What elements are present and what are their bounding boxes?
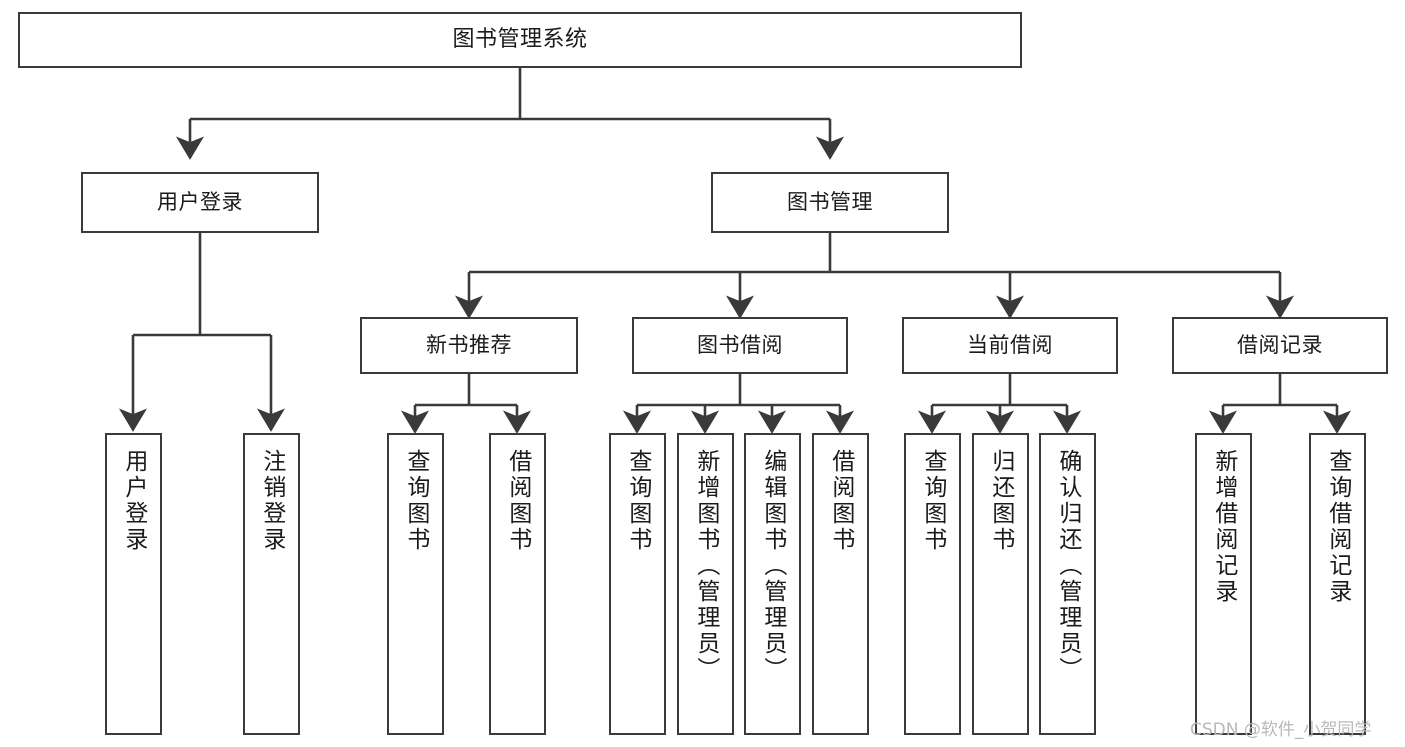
node-book-manage[interactable]: 图书管理 xyxy=(711,172,949,233)
node-label: 当前借阅 xyxy=(967,333,1053,358)
node-label: 用户登录 xyxy=(157,190,243,215)
node-new-book-recommend[interactable]: 新书推荐 xyxy=(360,317,578,374)
node-user-login[interactable]: 用户登录 xyxy=(81,172,319,233)
node-login[interactable]: 用户登录 xyxy=(105,433,162,735)
node-label: 编辑图书（管理员） xyxy=(759,449,786,683)
node-label: 查询图书 xyxy=(402,449,429,553)
node-current-borrow[interactable]: 当前借阅 xyxy=(902,317,1118,374)
node-edit-book[interactable]: 编辑图书（管理员） xyxy=(744,433,801,735)
node-query-book-2[interactable]: 查询图书 xyxy=(609,433,666,735)
node-borrow-book-2[interactable]: 借阅图书 xyxy=(812,433,869,735)
node-label: 图书管理系统 xyxy=(452,27,588,53)
node-add-record[interactable]: 新增借阅记录 xyxy=(1195,433,1252,735)
csdn-watermark: CSDN @软件_小贺同学 xyxy=(1190,720,1372,740)
node-label: 归还图书 xyxy=(987,449,1014,553)
node-label: 借阅记录 xyxy=(1237,333,1323,358)
node-label: 查询图书 xyxy=(919,449,946,553)
node-label: 图书管理 xyxy=(787,190,873,215)
node-add-book[interactable]: 新增图书（管理员） xyxy=(677,433,734,735)
node-book-borrow[interactable]: 图书借阅 xyxy=(632,317,848,374)
node-label: 图书借阅 xyxy=(697,333,783,358)
node-logout[interactable]: 注销登录 xyxy=(243,433,300,735)
node-label: 查询图书 xyxy=(624,449,651,553)
node-label: 新增图书（管理员） xyxy=(692,449,719,683)
node-borrow-book-1[interactable]: 借阅图书 xyxy=(489,433,546,735)
node-label: 用户登录 xyxy=(120,449,147,553)
node-query-record[interactable]: 查询借阅记录 xyxy=(1309,433,1366,735)
node-label: 新增借阅记录 xyxy=(1210,449,1237,605)
node-confirm-return[interactable]: 确认归还（管理员） xyxy=(1039,433,1096,735)
node-query-book-1[interactable]: 查询图书 xyxy=(387,433,444,735)
node-return-book[interactable]: 归还图书 xyxy=(972,433,1029,735)
node-label: 查询借阅记录 xyxy=(1324,449,1351,605)
node-label: 新书推荐 xyxy=(426,333,512,358)
node-query-book-3[interactable]: 查询图书 xyxy=(904,433,961,735)
node-label: 注销登录 xyxy=(258,449,285,553)
node-label: 确认归还（管理员） xyxy=(1054,449,1081,683)
node-borrow-record[interactable]: 借阅记录 xyxy=(1172,317,1388,374)
node-label: 借阅图书 xyxy=(827,449,854,553)
node-root-book-management-system[interactable]: 图书管理系统 xyxy=(18,12,1022,68)
node-label: 借阅图书 xyxy=(504,449,531,553)
